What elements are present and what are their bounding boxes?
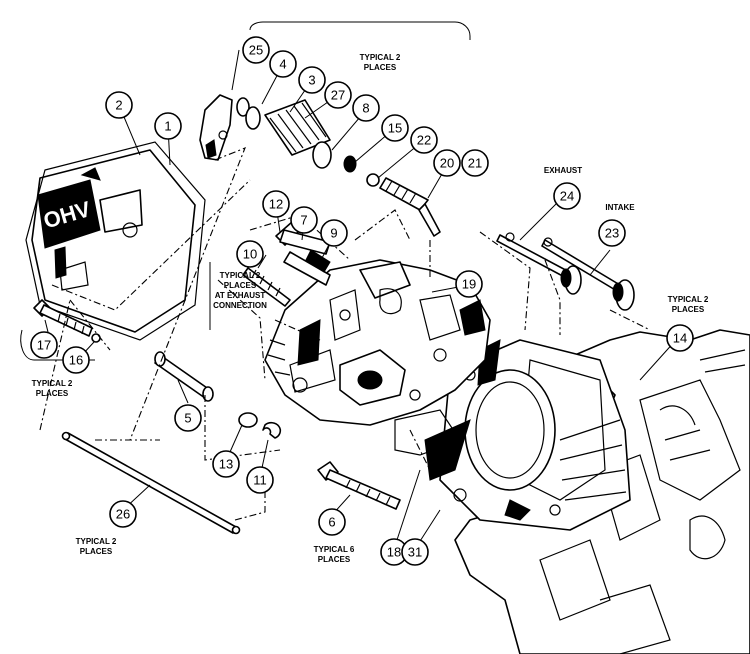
note-cover-bolts: TYPICAL 2 PLACES	[32, 379, 73, 398]
svg-text:8: 8	[362, 101, 369, 116]
note-cylinder-right: TYPICAL 2 PLACES	[668, 295, 709, 314]
callout-14: 14	[666, 324, 694, 352]
note-pushrod: TYPICAL 2 PLACES	[76, 537, 117, 556]
note-head-bolts: TYPICAL 6 PLACES	[314, 545, 355, 564]
callout-7: 7	[290, 206, 318, 234]
note-brackets	[20, 21, 471, 361]
head-bolt	[317, 461, 401, 510]
valve-cover: OHV	[25, 141, 206, 341]
svg-text:19: 19	[462, 277, 476, 292]
svg-text:14: 14	[673, 331, 687, 346]
cylinder-assembly	[424, 339, 631, 531]
svg-text:20: 20	[440, 156, 454, 171]
svg-text:1: 1	[164, 119, 171, 134]
svg-text:PLACES: PLACES	[36, 389, 69, 398]
callout-5: 5	[174, 404, 202, 432]
svg-text:CONNECTION: CONNECTION	[213, 301, 267, 310]
svg-text:3: 3	[308, 73, 315, 88]
callout-17: 17	[30, 331, 58, 359]
valve-train-parts	[236, 97, 441, 237]
callout-19: 19	[455, 270, 483, 298]
svg-text:2: 2	[115, 98, 122, 113]
note-exhaust-connection: TYPICAL 2 PLACES AT EXHAUST CONNECTION	[213, 271, 267, 310]
callout-3: 3	[298, 66, 326, 94]
svg-text:PLACES: PLACES	[80, 547, 113, 556]
svg-text:PLACES: PLACES	[364, 63, 397, 72]
svg-text:22: 22	[417, 133, 431, 148]
assembly-lines	[39, 147, 651, 521]
svg-text:24: 24	[560, 189, 574, 204]
svg-text:31: 31	[408, 545, 422, 560]
svg-text:TYPICAL 6: TYPICAL 6	[314, 545, 355, 554]
callout-6: 6	[318, 508, 346, 536]
callout-16: 16	[62, 346, 90, 374]
cylinder-head	[264, 259, 491, 456]
svg-text:16: 16	[69, 353, 83, 368]
svg-text:PLACES: PLACES	[224, 281, 257, 290]
callout-24: 24	[553, 182, 581, 210]
svg-text:4: 4	[279, 57, 286, 72]
svg-text:18: 18	[387, 545, 401, 560]
pushrod	[61, 431, 241, 535]
note-exhaust: EXHAUST	[544, 166, 582, 175]
svg-text:9: 9	[330, 226, 337, 241]
callout-8: 8	[352, 94, 380, 122]
callout-27: 27	[324, 81, 352, 109]
svg-text:26: 26	[116, 507, 130, 522]
callout-23: 23	[598, 219, 626, 247]
callout-21: 21	[461, 149, 489, 177]
svg-text:6: 6	[328, 515, 335, 530]
svg-text:7: 7	[300, 213, 307, 228]
callout-2: 2	[105, 91, 133, 119]
callout-12: 12	[262, 190, 290, 218]
svg-text:TYPICAL 2: TYPICAL 2	[668, 295, 709, 304]
callout-31: 31	[401, 538, 429, 566]
svg-text:TYPICAL 2: TYPICAL 2	[76, 537, 117, 546]
svg-text:EXHAUST: EXHAUST	[544, 166, 582, 175]
callout-4: 4	[269, 50, 297, 78]
callout-9: 9	[320, 219, 348, 247]
svg-text:15: 15	[388, 121, 402, 136]
svg-text:23: 23	[605, 226, 619, 241]
svg-text:12: 12	[269, 197, 283, 212]
callout-25: 25	[242, 36, 270, 64]
pushrod-tube-parts	[154, 351, 282, 439]
svg-text:TYPICAL 2: TYPICAL 2	[220, 271, 261, 280]
svg-text:17: 17	[37, 338, 51, 353]
note-valve-train: TYPICAL 2 PLACES	[360, 53, 401, 72]
svg-text:AT EXHAUST: AT EXHAUST	[215, 291, 266, 300]
svg-text:PLACES: PLACES	[318, 555, 351, 564]
callout-13: 13	[212, 450, 240, 478]
callout-15: 15	[381, 114, 409, 142]
callout-26: 26	[109, 500, 137, 528]
valves	[496, 232, 635, 311]
svg-text:TYPICAL 2: TYPICAL 2	[32, 379, 73, 388]
cover-bolt	[33, 299, 101, 343]
callout-1: 1	[154, 112, 182, 140]
svg-text:TYPICAL 2: TYPICAL 2	[360, 53, 401, 62]
callout-11: 11	[246, 466, 274, 494]
rocker-arm	[199, 94, 233, 161]
svg-text:11: 11	[253, 473, 267, 488]
svg-text:INTAKE: INTAKE	[605, 203, 635, 212]
svg-text:PLACES: PLACES	[672, 305, 705, 314]
callout-22: 22	[410, 126, 438, 154]
svg-text:27: 27	[331, 88, 345, 103]
svg-text:13: 13	[219, 457, 233, 472]
callout-20: 20	[433, 149, 461, 177]
svg-text:10: 10	[243, 247, 257, 262]
svg-text:21: 21	[468, 156, 482, 171]
svg-text:5: 5	[184, 411, 191, 426]
svg-text:25: 25	[249, 43, 263, 58]
callout-10: 10	[236, 240, 264, 268]
note-intake: INTAKE	[605, 203, 635, 212]
